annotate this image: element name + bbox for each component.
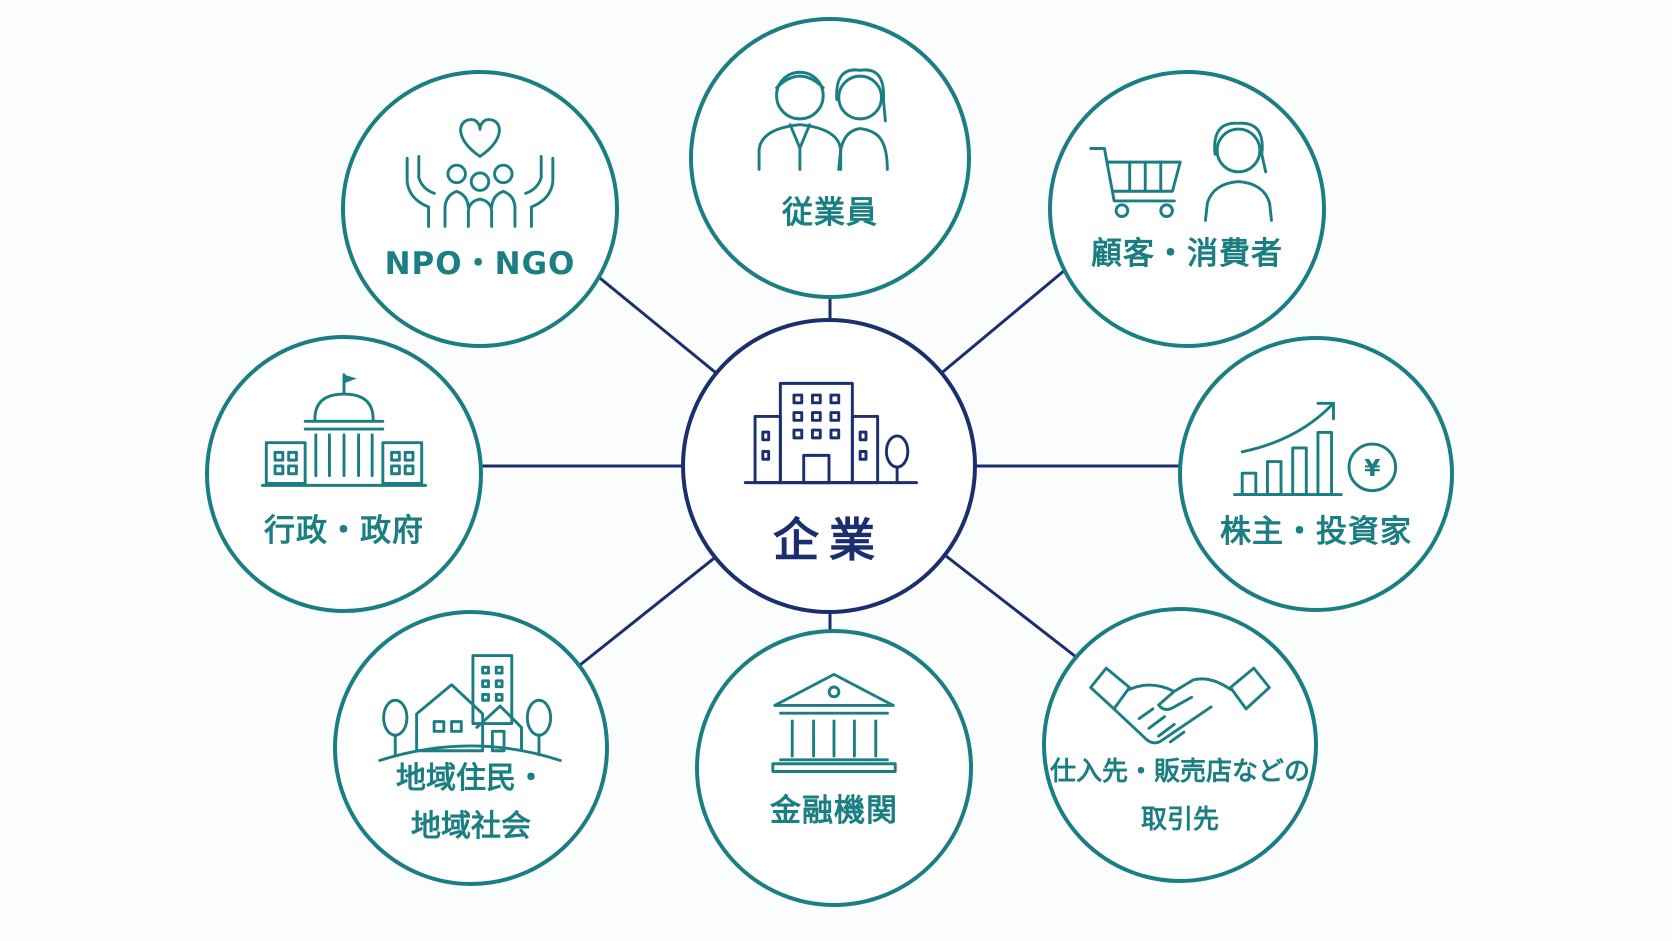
node-suppliers: 仕入先・販売店などの 取引先 — [1042, 607, 1318, 883]
node-government: 行政・政府 — [205, 335, 483, 613]
label-suppliers-line2: 取引先 — [1140, 805, 1219, 835]
center-label: 企業 — [773, 513, 885, 567]
node-customers: 顧客・消費者 — [1048, 70, 1326, 348]
node-financial: 金融機関 — [695, 629, 973, 907]
label-community-line2: 地域社会 — [411, 809, 531, 844]
shopping-cart-person-icon — [1089, 121, 1273, 222]
raised-hands-heart-icon — [405, 118, 555, 228]
label-npo: NPO・NGO — [384, 246, 576, 282]
two-people-icon — [757, 68, 889, 171]
label-employees: 従業員 — [782, 195, 878, 231]
node-community: 地域住民・ 地域社会 — [333, 610, 609, 886]
label-financial: 金融機関 — [770, 793, 898, 829]
node-npo: NPO・NGO — [341, 70, 619, 348]
growth-chart-yen-icon: ¥ — [1232, 401, 1398, 497]
label-customers: 顧客・消費者 — [1091, 236, 1283, 272]
office-building-icon — [743, 381, 919, 485]
label-community-line1: 地域住民・ — [396, 761, 546, 796]
label-suppliers-line1: 仕入先・販売店などの — [1049, 757, 1310, 787]
node-shareholders: ¥ 株主・投資家 — [1178, 336, 1454, 612]
handshake-icon — [1089, 666, 1271, 745]
bank-icon — [771, 672, 897, 773]
label-government: 行政・政府 — [264, 513, 424, 549]
node-employees: 従業員 — [689, 17, 971, 299]
town-houses-icon — [378, 654, 562, 762]
svg-text:¥: ¥ — [1364, 455, 1380, 482]
label-shareholders: 株主・投資家 — [1220, 514, 1412, 550]
center-node-company: 企業 — [681, 318, 977, 614]
government-building-icon — [260, 373, 428, 487]
